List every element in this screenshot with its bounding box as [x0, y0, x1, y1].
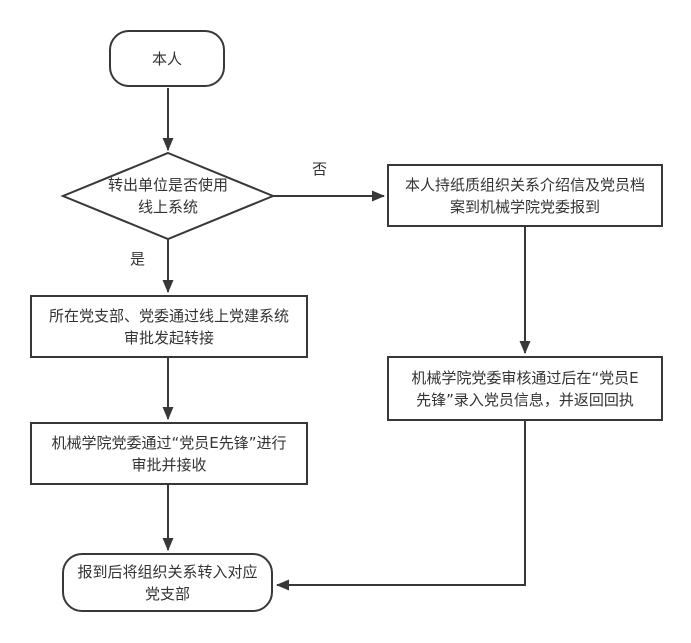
node-decision-label: 转出单位是否使用线上系统: [107, 176, 228, 216]
edge-offline-record-end: [276, 421, 526, 591]
node-online-approve: 机械学院党委通过“党员E先锋”进行审批并接收: [30, 422, 308, 485]
node-end: 报到后将组织关系转入对应党支部: [62, 553, 273, 612]
node-offline-report: 本人持纸质组织关系介绍信及党员档案到机械学院党委报到: [387, 164, 663, 227]
node-online-initiate: 所在党支部、党委通过线上党建系统审批发起转接: [30, 295, 308, 358]
node-end-label: 报到后将组织关系转入对应党支部: [77, 562, 258, 603]
node-start: 本人: [109, 30, 225, 87]
node-offline-record-label: 机械学院党委审核通过后在“党员E先锋”录入党员信息，并返回回执: [411, 368, 639, 409]
node-offline-report-label: 本人持纸质组织关系介绍信及党员档案到机械学院党委报到: [405, 175, 646, 216]
node-offline-record: 机械学院党委审核通过后在“党员E先锋”录入党员信息，并返回回执: [387, 356, 663, 421]
edge-label-no: 否: [310, 160, 330, 178]
node-decision: 转出单位是否使用线上系统: [103, 173, 233, 219]
node-start-label: 本人: [151, 49, 182, 68]
node-online-initiate-label: 所在党支部、党委通过线上党建系统审批发起转接: [49, 306, 290, 347]
node-online-approve-label: 机械学院党委通过“党员E先锋”进行审批并接收: [51, 433, 287, 474]
edge-label-yes: 是: [128, 250, 148, 268]
